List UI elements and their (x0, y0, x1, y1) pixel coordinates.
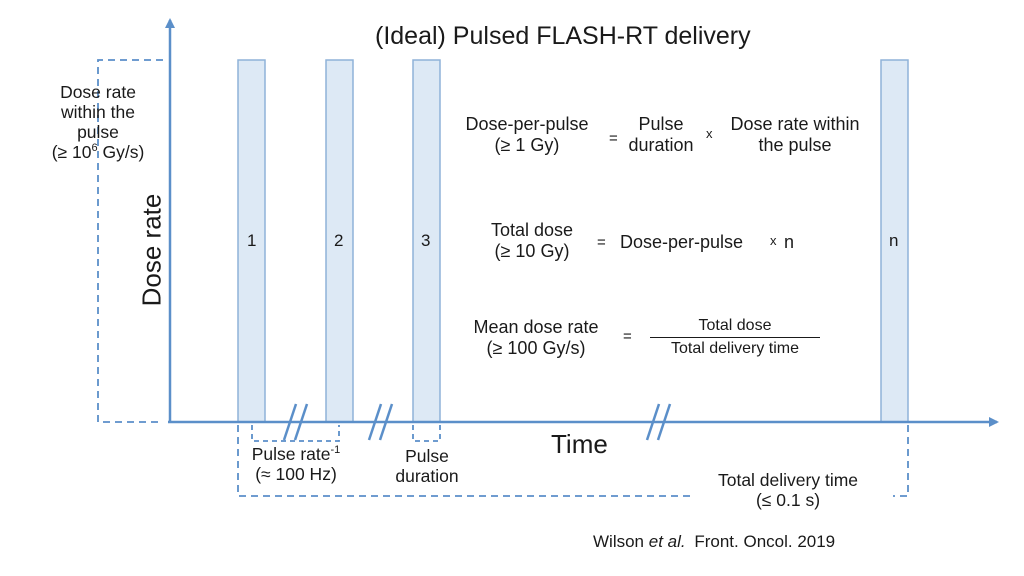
eq-text: Total dose (490, 220, 574, 240)
pulse-label-3: 3 (421, 231, 431, 250)
total-delivery-bracket-right (893, 425, 909, 497)
eq2-times: x (770, 233, 777, 248)
citation-etal: et al. (648, 532, 686, 551)
annotation-line: (≤ 0.1 s) (755, 490, 821, 511)
dose-rate-within-pulse-label: Dose rate within the pulse (≥ 106 Gy/s) (36, 82, 160, 163)
annotation-line: Pulse (405, 446, 449, 466)
pulse-bar-1 (237, 59, 266, 423)
eq-text: Dose rate within (730, 114, 860, 134)
fraction-numerator: Total dose (650, 317, 820, 339)
pulse-label-n: n (889, 231, 899, 250)
fraction-denominator: Total delivery time (670, 340, 800, 358)
pulse-rate-bracket (251, 425, 340, 442)
eq-text: the pulse (758, 134, 832, 155)
citation: Wilson et al. Front. Oncol. 2019 (593, 532, 835, 552)
pulse-duration-label: Pulse duration (382, 446, 472, 486)
superscript: 6 (91, 142, 98, 155)
annotation-text: (≥ 10 (51, 142, 92, 163)
eq1-term1: Pulse duration (619, 114, 703, 155)
eq2-equals: = (597, 234, 606, 251)
eq1-times: x (706, 126, 713, 141)
pulse-bar-n (880, 59, 909, 423)
annotation-line: duration (395, 466, 459, 487)
annotation-line: Pulse rate-1 (240, 444, 352, 464)
eq1-equals: = (609, 130, 618, 147)
total-delivery-bracket (237, 425, 695, 497)
pulse-rate-label: Pulse rate-1 (≈ 100 Hz) (240, 444, 352, 484)
annotation-line: Dose rate (60, 82, 136, 102)
annotation-line: (≥ 106 Gy/s) (36, 142, 160, 162)
annotation-line: pulse (77, 122, 119, 143)
pulse-duration-bracket (412, 425, 441, 442)
eq-text: (≥ 100 Gy/s) (486, 337, 586, 358)
annotation-text: Pulse rate (251, 444, 331, 464)
eq1-lhs: Dose-per-pulse (≥ 1 Gy) (452, 114, 602, 155)
eq-text: (≥ 1 Gy) (494, 134, 560, 155)
x-axis-label: Time (551, 429, 608, 459)
annotation-text: Gy/s) (97, 142, 145, 163)
eq-text: Dose-per-pulse (465, 114, 589, 134)
pulse-bar-2 (325, 59, 354, 423)
total-delivery-time-label: Total delivery time (≤ 0.1 s) (700, 470, 876, 510)
eq3-lhs: Mean dose rate (≥ 100 Gy/s) (456, 317, 616, 358)
annotation-line: within the (61, 102, 135, 123)
axis-break-2 (367, 403, 394, 441)
eq-text: (≥ 10 Gy) (494, 240, 570, 261)
eq2-term2: n (784, 232, 795, 252)
eq1-term2: Dose rate within the pulse (717, 114, 873, 155)
annotation-line: Total delivery time (717, 470, 859, 490)
annotation-line: (≈ 100 Hz) (255, 464, 337, 485)
pulse-label-1: 1 (247, 231, 257, 250)
diagram-title: (Ideal) Pulsed FLASH-RT delivery (375, 22, 751, 50)
eq2-lhs: Total dose (≥ 10 Gy) (475, 220, 589, 261)
axis-break-3 (645, 403, 672, 441)
axis-break-1 (282, 403, 309, 441)
eq2-term1: Dose-per-pulse (620, 232, 744, 252)
eq3-equals: = (623, 328, 632, 345)
pulse-label-2: 2 (334, 231, 344, 250)
superscript: -1 (330, 444, 341, 457)
citation-authors: Wilson (593, 532, 645, 551)
eq-text: Pulse (638, 114, 684, 134)
citation-journal: Front. Oncol. 2019 (694, 532, 836, 551)
eq3-fraction: Total dose Total delivery time (650, 317, 820, 359)
dose-rate-bracket (97, 59, 163, 423)
eq-text: Mean dose rate (473, 317, 599, 337)
eq-text: duration (628, 134, 694, 155)
y-axis-label: Dose rate (136, 193, 167, 307)
